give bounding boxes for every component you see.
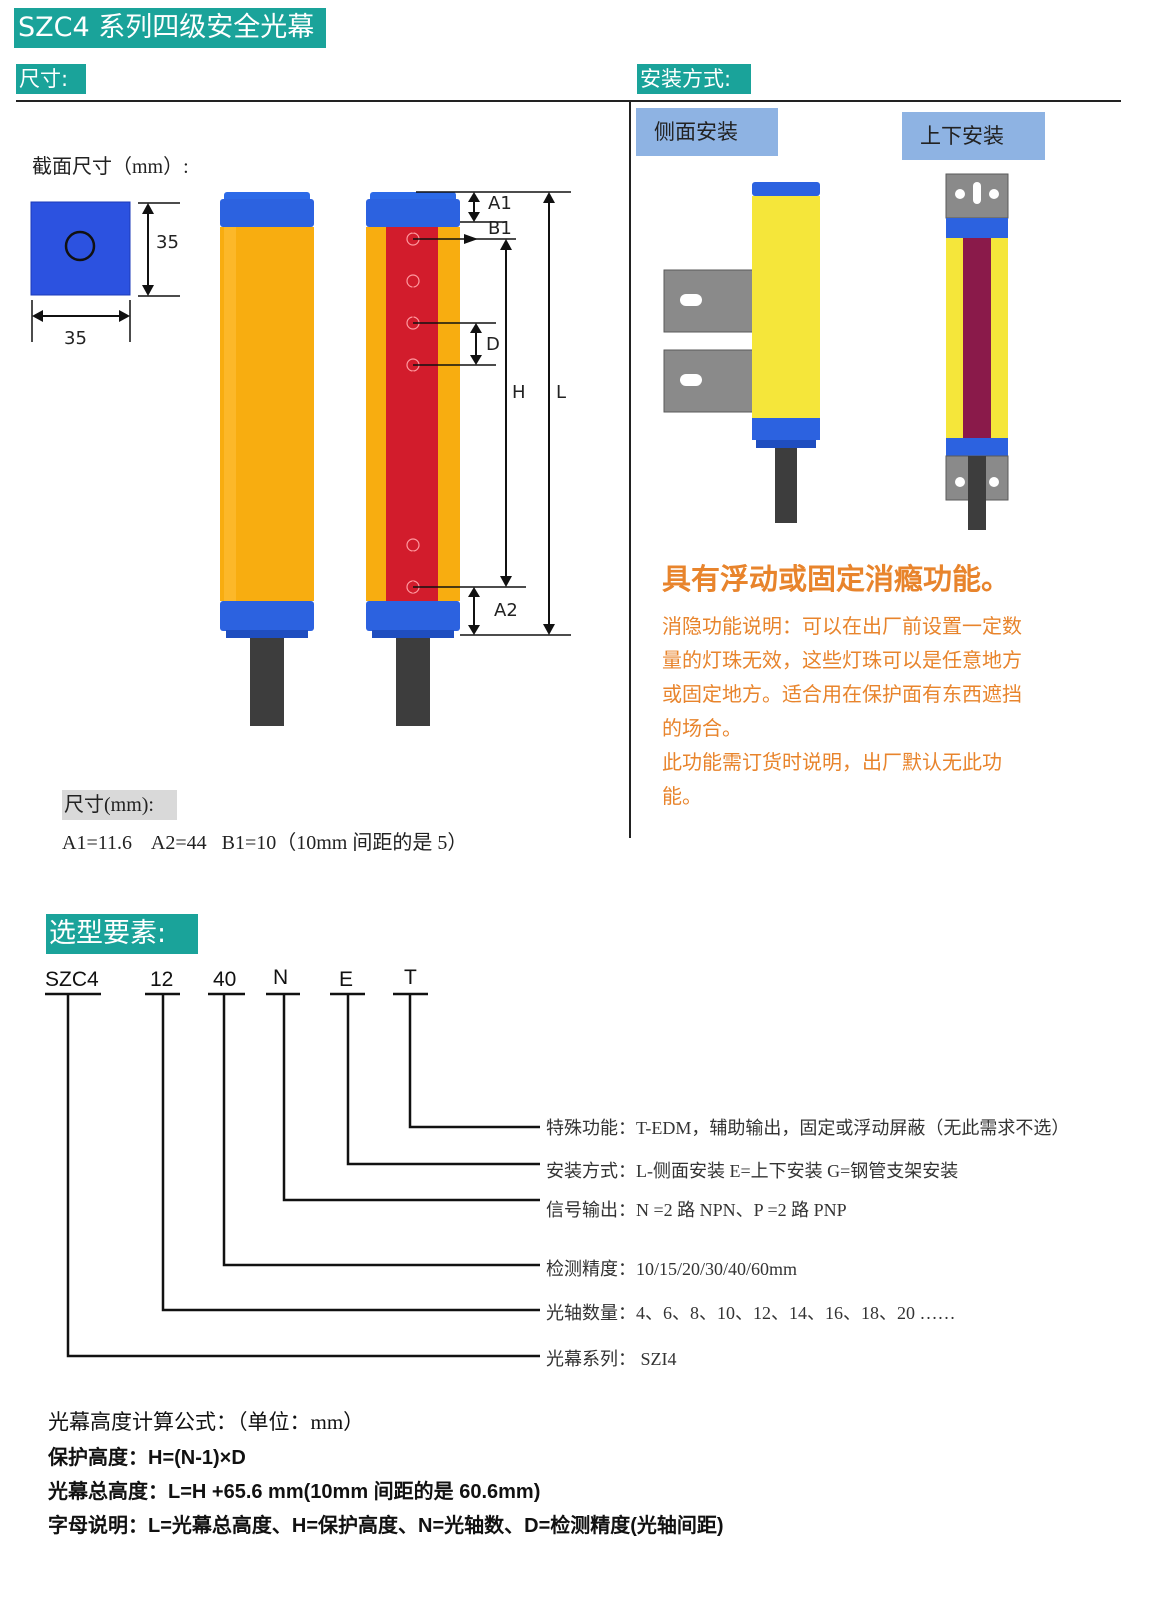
feature-desc-line: 此功能需订货时说明，出厂默认无此功	[662, 752, 1002, 774]
feature-desc-line: 的场合。	[662, 718, 742, 740]
formula-legend: 字母说明：L=光幕总高度、H=保护高度、N=光轴数、D=检测精度(光轴间距)	[48, 1515, 724, 1537]
cross-section-diagram	[30, 201, 180, 342]
mount-top-bottom-label: 上下安装	[902, 112, 1045, 160]
dim-label-a2: A2	[494, 600, 518, 621]
feature-desc-line: 或固定地方。适合用在保护面有东西遮挡	[662, 684, 1022, 706]
code-output: N	[273, 966, 289, 989]
feature-description: 消隐功能说明：可以在出厂前设置一定数 量的灯珠无效，这些灯珠可以是任意地方 或固…	[662, 610, 1022, 814]
selection-item-resolution: 检测精度：10/15/20/30/40/60mm	[546, 1259, 798, 1279]
code-axis-count: 12	[150, 968, 174, 991]
top-bottom-mount-illustration	[945, 173, 1009, 530]
section-selection-heading: 选型要素:	[46, 914, 198, 954]
selection-item-mounting: 安装方式：L-侧面安装 E=上下安装 G=钢管支架安装	[546, 1161, 959, 1181]
code-special: T	[404, 966, 417, 989]
dim-label-l: L	[556, 382, 567, 403]
code-series: SZC4	[45, 968, 99, 991]
code-resolution: 40	[213, 968, 237, 991]
selection-item-axis-count: 光轴数量：4、6、8、10、12、14、16、18、20 ……	[546, 1303, 956, 1323]
light-curtain-front-view	[220, 192, 314, 726]
column-divider	[629, 100, 631, 838]
formula-total-height: 光幕总高度：L=H +65.6 mm(10mm 间距的是 60.6mm)	[48, 1481, 541, 1503]
code-mounting: E	[339, 968, 354, 991]
mount-side-label: 侧面安装	[636, 108, 778, 156]
dim-label-h: H	[512, 382, 526, 403]
page-title: SZC4 系列四级安全光幕	[14, 8, 326, 48]
dim-label-b1: B1	[488, 218, 512, 239]
section-size-heading: 尺寸:	[16, 64, 86, 94]
light-curtain-dimension-view	[366, 191, 571, 726]
selection-item-special: 特殊功能：T-EDM，辅助输出，固定或浮动屏蔽（无此需求不选）	[546, 1118, 1070, 1138]
cross-section-square	[30, 201, 131, 296]
cross-section-height-label: 35	[156, 232, 179, 253]
dim-label-d: D	[486, 334, 500, 355]
feature-title: 具有浮动或固定消瘾功能。	[662, 562, 1011, 596]
selection-item-output: 信号输出：N =2 路 NPN、P =2 路 PNP	[546, 1200, 847, 1220]
dimensions-values: A1=11.6 A2=44 B1=10（10mm 间距的是 5）	[62, 832, 468, 854]
formula-title: 光幕高度计算公式：（单位：mm）	[48, 1410, 365, 1434]
side-mount-illustration	[663, 182, 820, 523]
dim-label-a1: A1	[488, 193, 512, 214]
formula-protect-height: 保护高度：H=(N-1)×D	[48, 1447, 246, 1469]
cross-section-label: 截面尺寸（mm）:	[32, 156, 189, 178]
dimensions-title: 尺寸(mm):	[62, 790, 177, 820]
header-rule	[16, 100, 1121, 102]
cross-section-lens	[64, 230, 96, 262]
feature-desc-line: 量的灯珠无效，这些灯珠可以是任意地方	[662, 650, 1022, 672]
section-mounting-heading: 安装方式:	[637, 64, 751, 94]
cross-section-width-label: 35	[64, 328, 87, 349]
selection-item-series: 光幕系列： SZI4	[546, 1349, 677, 1369]
selection-tree-lines	[45, 992, 540, 1358]
feature-desc-line: 消隐功能说明：可以在出厂前设置一定数	[662, 616, 1022, 638]
feature-desc-line: 能。	[662, 786, 702, 808]
